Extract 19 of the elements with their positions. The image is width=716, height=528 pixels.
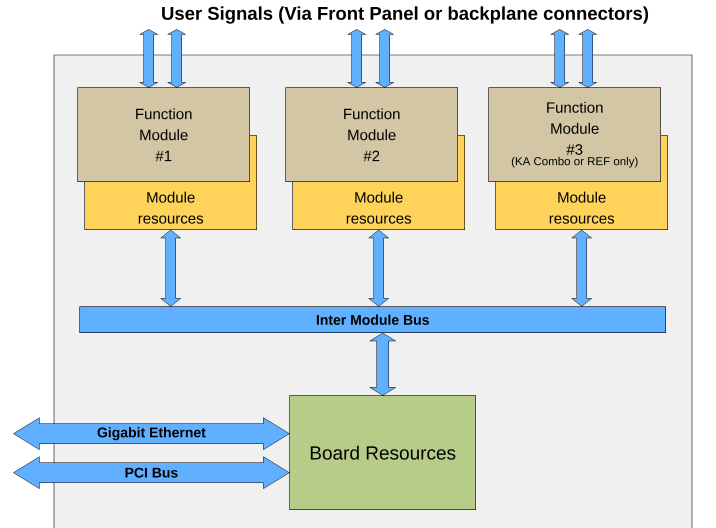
block-arrow <box>375 29 394 88</box>
function-module-box: Function Module #2 <box>285 87 458 182</box>
edge-label: Gigabit Ethernet <box>96 426 207 442</box>
block-arrow <box>571 230 592 307</box>
bus-bar: Inter Module Bus <box>79 306 666 333</box>
function-module-box: Function Module #1 <box>77 87 250 182</box>
block-arrow <box>160 230 181 307</box>
board-resources-box: Board Resources <box>289 395 476 510</box>
block-arrow <box>13 456 290 489</box>
block-arrow <box>167 29 186 88</box>
function-module-box: Function Module #3 (KA Combo or REF only) <box>488 87 661 182</box>
edge-label: PCI Bus <box>124 466 180 479</box>
block-arrow <box>368 230 389 307</box>
block-arrow <box>347 29 366 88</box>
block-arrow <box>578 29 597 88</box>
block-arrow <box>369 332 396 396</box>
title: User Signals (Via Front Panel or backplane connectors) <box>162 6 648 24</box>
block-arrow <box>139 29 158 88</box>
block-arrow <box>550 29 569 88</box>
